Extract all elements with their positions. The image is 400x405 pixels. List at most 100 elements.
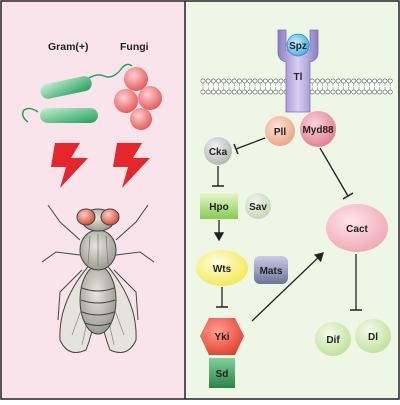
wts-node [196,250,248,286]
lipid-head [335,89,341,95]
lipid-head [382,89,388,95]
lipid-head [325,78,331,84]
lipid-head [257,89,263,95]
lipid-head [257,78,263,84]
myd88-label: Myd88 [302,125,334,136]
fruit-fly-icon [41,204,155,353]
cact-label: Cact [346,224,368,235]
pll-inhibits-cka [235,137,266,150]
hpo-node [200,193,238,219]
lipid-head [387,78,393,84]
lipid-head [377,89,383,95]
dif-node [315,322,351,356]
mats-label: Mats [260,266,283,277]
lipid-head [226,89,232,95]
mats-node [254,256,288,284]
yki-activates-cact [251,252,324,322]
lipid-head [262,78,268,84]
lipid-head [205,89,211,95]
lipid-head [216,78,221,84]
lipid-head [330,89,336,95]
lipid-head [221,89,227,95]
lipid-head [366,78,372,84]
lipid-head [268,89,273,95]
lipid-head [221,78,227,84]
sd-node [209,358,235,388]
cka-label: Cka [209,147,228,158]
lipid-head [366,89,372,95]
cka-node [204,137,232,165]
lipid-head [252,89,258,95]
gram-positive-bacteria-icon [21,63,133,123]
lipid-head [200,78,206,84]
lipid-head [205,78,211,84]
sav-label: Sav [249,202,267,213]
lipid-head [236,89,242,95]
sav-node [245,193,271,219]
lipid-head [226,78,232,84]
dif-label: Dif [326,335,340,346]
lipid-head [252,78,258,84]
pll-node [265,116,295,146]
tl-label: Tl [294,72,303,83]
lipid-head [216,89,221,95]
lipid-head [356,78,362,84]
lipid-head [268,78,273,84]
lipid-head [346,89,351,95]
dl-label: Dl [368,332,378,343]
lipid-head [242,78,247,84]
lipid-head [340,78,346,84]
cact-node [326,204,388,252]
lipid-head [320,78,325,84]
dl-node [355,319,391,353]
yki-label: Yki [214,332,229,343]
lipid-head [372,89,377,95]
sd-label: Sd [216,369,229,380]
lipid-head [377,78,383,84]
gram-label: Gram(+) [48,41,89,53]
fungi-label: Fungi [120,41,149,53]
lipid-head [325,89,331,95]
lipid-head [335,78,341,84]
spz-label: Spz [289,41,307,52]
toll-receptor [277,29,319,113]
lipid-head [372,78,377,84]
lipid-head [236,78,242,84]
lipid-head [346,78,351,84]
lipid-head [210,89,216,95]
lipid-head [382,78,388,84]
lipid-head [278,78,284,84]
lipid-head [247,78,253,84]
spz-node [286,33,310,57]
lipid-head [320,89,325,95]
inhibit-bar-cka [233,143,239,155]
lipid-head [242,89,247,95]
lipid-head [356,89,362,95]
inhibit-bar-cact [342,192,354,200]
hpo-label: Hpo [209,202,228,213]
myd88-node [300,111,336,147]
lipid-head [231,89,237,95]
lipid-head [247,89,253,95]
lipid-head [351,89,357,95]
lipid-head [309,89,315,95]
lipid-head [210,78,216,84]
lipid-head [351,78,357,84]
lipid-head [361,89,367,95]
lipid-head [262,89,268,95]
lipid-head [330,78,336,84]
myd88-inhibits-cact [319,147,349,197]
lipid-head [231,78,237,84]
lightning-right-icon [113,143,150,188]
lipid-head [309,78,315,84]
left-panel-bg [1,1,185,399]
fungi-icon [114,67,162,130]
lipid-head [273,89,279,95]
lipid-head [200,89,206,95]
lipid-head [387,89,393,95]
lipid-head [273,78,279,84]
lipid-head [361,78,367,84]
